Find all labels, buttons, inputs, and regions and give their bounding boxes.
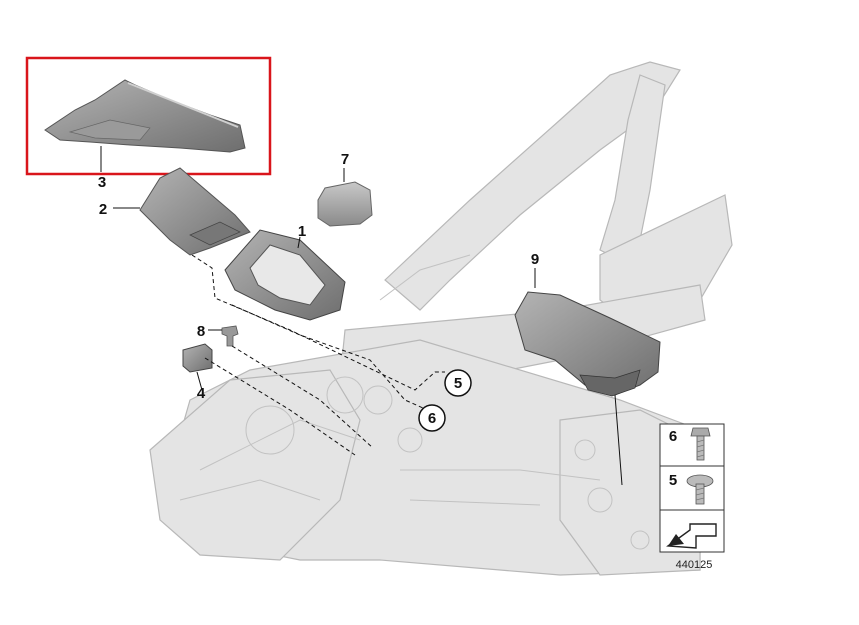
dashed-leaders [191, 254, 445, 456]
callout-7: 7 [341, 151, 349, 168]
diagram-number: 440125 [676, 559, 713, 571]
part-7-cap[interactable] [317, 181, 373, 227]
callout-numbers: 1 2 3 4 7 8 9 [98, 151, 539, 402]
car-body-details [179, 254, 650, 550]
part-3-cover-panel[interactable] [44, 79, 246, 153]
part-2-bracket[interactable] [139, 167, 251, 256]
arrow-icon [666, 523, 717, 549]
callout-2: 2 [99, 201, 107, 218]
callout-1: 1 [298, 223, 306, 240]
legend-label-5: 5 [669, 472, 677, 489]
car-body-frame [149, 61, 733, 576]
callout-8: 8 [197, 323, 205, 340]
legend-label-6: 6 [669, 428, 677, 445]
flat-head-bolt-icon [686, 474, 714, 505]
leader-lines [100, 146, 623, 486]
circled-callout-6: 6 [418, 404, 446, 432]
legend-box: 6 5 440125 [659, 423, 725, 571]
callout-5: 5 [454, 375, 462, 392]
callout-6: 6 [428, 410, 436, 427]
callout-9: 9 [531, 251, 539, 268]
part-1-gasket-frame[interactable] [224, 229, 346, 321]
callout-3: 3 [98, 174, 106, 191]
part-4-grommet[interactable] [182, 343, 213, 373]
circled-callout-5: 5 [444, 369, 472, 397]
part-9-duct[interactable] [514, 291, 661, 397]
part-8-clip[interactable] [221, 325, 239, 347]
screw-icon [690, 427, 711, 461]
callout-4: 4 [197, 385, 206, 402]
highlight-frame [25, 56, 272, 176]
